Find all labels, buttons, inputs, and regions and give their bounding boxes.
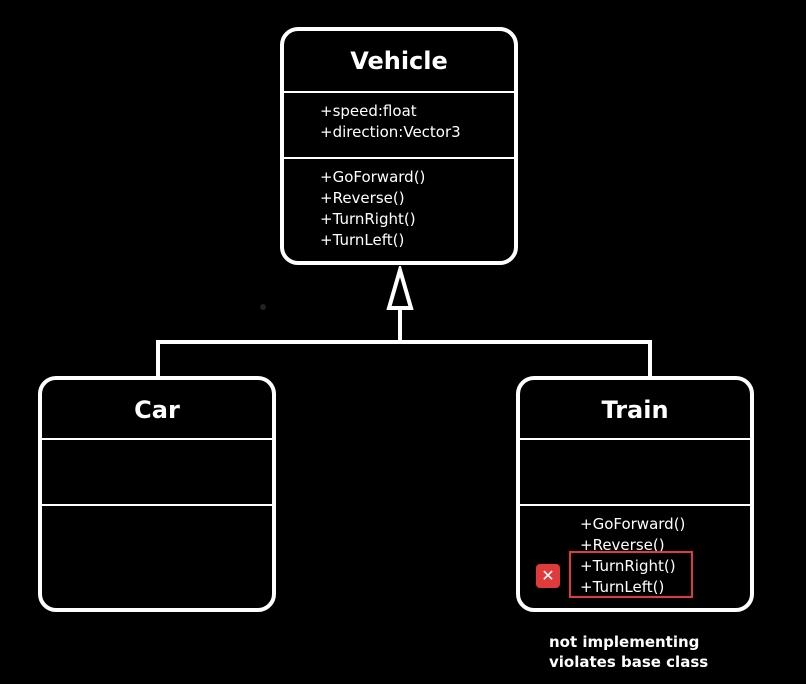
vehicle-class-box: Vehicle +speed:float +direction:Vector3 …	[280, 27, 518, 265]
car-title-divider	[42, 438, 272, 440]
train-class-box: Train +GoForward() +Reverse() +TurnRight…	[516, 376, 754, 612]
car-class-box: Car	[38, 376, 276, 612]
train-connector	[648, 340, 652, 378]
car-attributes-divider	[42, 504, 272, 506]
train-method-reverse: +Reverse()	[580, 536, 665, 554]
vehicle-attribute-direction: +direction:Vector3	[320, 123, 461, 141]
error-x-icon: ✕	[536, 564, 560, 588]
inheritance-bar	[156, 340, 652, 344]
vehicle-attribute-speed: +speed:float	[320, 102, 417, 120]
vehicle-attributes-divider	[284, 157, 514, 159]
violation-note-line1: not implementing	[549, 633, 700, 651]
vehicle-method-goforward: +GoForward()	[320, 168, 426, 186]
train-title-divider	[520, 438, 750, 440]
car-connector	[156, 340, 160, 378]
inheritance-stem	[398, 307, 402, 343]
car-class-title: Car	[134, 396, 180, 424]
train-method-turnleft: +TurnLeft()	[580, 578, 665, 596]
violation-note-line2: violates base class	[549, 653, 709, 671]
train-method-turnright: +TurnRight()	[580, 557, 676, 575]
vehicle-method-turnleft: +TurnLeft()	[320, 231, 405, 249]
vehicle-title-divider	[284, 91, 514, 93]
stray-dot	[260, 304, 266, 310]
train-attributes-divider	[520, 504, 750, 506]
train-class-title: Train	[601, 396, 669, 424]
violation-highlight-box	[569, 551, 693, 598]
vehicle-class-title: Vehicle	[350, 47, 448, 75]
train-method-goforward: +GoForward()	[580, 515, 686, 533]
vehicle-method-reverse: +Reverse()	[320, 189, 405, 207]
vehicle-method-turnright: +TurnRight()	[320, 210, 416, 228]
